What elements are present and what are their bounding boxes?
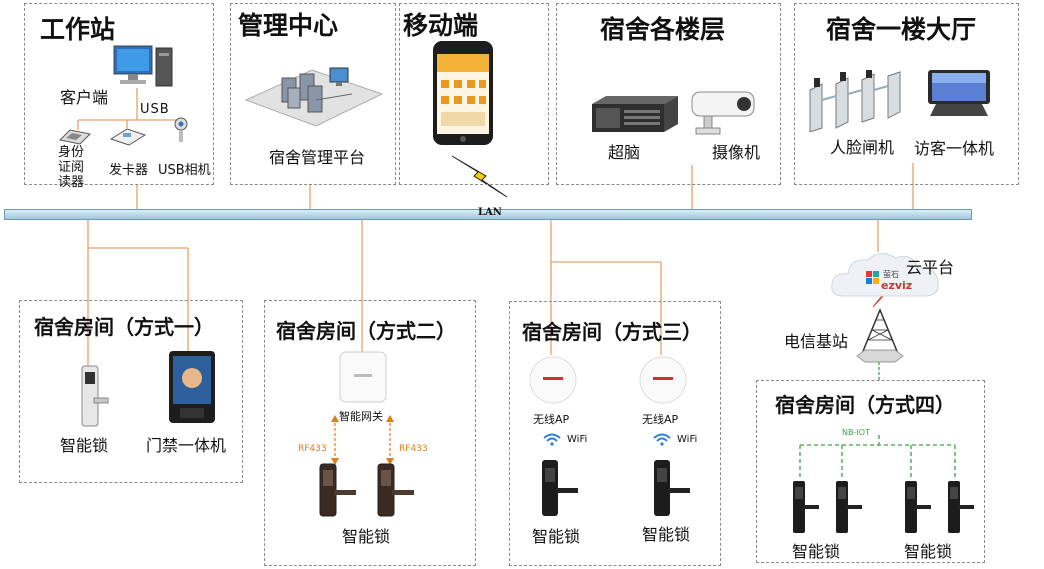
platform-label: 宿舍管理平台 [269, 148, 366, 167]
room4-title: 宿舍房间（方式四） [775, 393, 955, 417]
rf-right-label: RF433 [399, 444, 428, 454]
base-station-tower-icon [856, 308, 904, 363]
lobby-title: 宿舍一楼大厅 [826, 15, 977, 44]
rf-left-label: RF433 [298, 444, 327, 454]
gateway-label: 智能网关 [339, 410, 383, 423]
usb-label: USB [140, 102, 170, 117]
server-platform-icon [244, 67, 384, 127]
room2-section [264, 300, 476, 566]
id-reader-label: 身份证阅读器 [58, 145, 85, 190]
room3-lock-right-label: 智能锁 [642, 525, 691, 544]
lobby-section [794, 3, 1019, 185]
room4-lock-left-label: 智能锁 [792, 542, 841, 561]
cloud-brand: ezviz [881, 279, 913, 292]
access-terminal-icon [169, 351, 215, 423]
card-issuer-label: 发卡器 [109, 163, 149, 178]
nbiot-label: NB-IOT [842, 428, 870, 437]
bullet-camera-icon [691, 91, 755, 135]
camera-label: 摄像机 [712, 143, 761, 162]
cloud-platform-label: 云平台 [906, 258, 955, 277]
wifi-left-label: WiFi [567, 434, 588, 445]
floors-section [556, 3, 781, 185]
cloud-icon [831, 253, 939, 297]
room4-section [756, 380, 985, 563]
room2-lock-label: 智能锁 [342, 527, 391, 546]
floors-title: 宿舍各楼层 [600, 15, 726, 44]
management-section [230, 3, 396, 185]
id-reader-icon [58, 129, 92, 145]
base-station-label: 电信基站 [784, 332, 849, 351]
usb-camera-label: USB相机 [158, 163, 211, 178]
ap-left-label: 无线AP [533, 413, 570, 426]
room1-section [19, 300, 243, 483]
room1-title: 宿舍房间（方式一） [34, 315, 214, 339]
room3-lock-left-label: 智能锁 [532, 527, 581, 546]
smartphone-icon [433, 41, 493, 145]
wireless-bolt-icon [451, 155, 508, 198]
desktop-pc-icon [113, 45, 173, 87]
workstation-section [24, 3, 214, 185]
room3-section [509, 301, 721, 566]
room3-title: 宿舍房间（方式三） [522, 320, 702, 344]
face-gate-label: 人脸闸机 [830, 138, 895, 157]
wireless-ap-icon [529, 356, 577, 404]
wifi-right-label: WiFi [677, 434, 698, 445]
visitor-kiosk-icon [928, 70, 990, 116]
smart-lock-icon [81, 365, 109, 427]
card-issuer-icon [109, 128, 147, 146]
smart-lock-icon-2 [319, 463, 356, 517]
mobile-section [399, 3, 549, 185]
room1-access-label: 门禁一体机 [146, 436, 227, 455]
room1-lock-label: 智能锁 [60, 436, 109, 455]
smart-lock-icon-8 [905, 481, 931, 533]
room2-title: 宿舍房间（方式二） [276, 319, 456, 343]
smart-lock-icon-5 [654, 460, 690, 516]
smart-lock-icon-6 [793, 481, 819, 533]
wifi-icon-2 [653, 433, 671, 446]
face-gate-icon [809, 70, 901, 132]
visitor-label: 访客一体机 [914, 139, 995, 158]
nvr-brain-icon [592, 96, 678, 132]
ap-right-label: 无线AP [642, 413, 679, 426]
management-title: 管理中心 [238, 11, 339, 40]
smart-gateway-icon [339, 351, 387, 403]
usb-camera-icon [174, 117, 188, 142]
wifi-icon [543, 433, 561, 446]
client-label: 客户端 [60, 88, 109, 107]
mobile-title: 移动端 [403, 11, 479, 40]
lan-backbone [4, 209, 972, 220]
smart-lock-icon-7 [836, 481, 862, 533]
workstation-title: 工作站 [40, 15, 116, 44]
lan-label: LAN [478, 207, 502, 218]
smart-lock-icon-4 [542, 460, 578, 516]
brain-label: 超脑 [608, 143, 641, 162]
smart-lock-icon-3 [377, 463, 414, 517]
smart-lock-icon-9 [948, 481, 974, 533]
wireless-ap-icon-2 [639, 356, 687, 404]
room4-lock-right-label: 智能锁 [904, 542, 953, 561]
cloud-brand-cn: 萤石 [883, 270, 899, 279]
